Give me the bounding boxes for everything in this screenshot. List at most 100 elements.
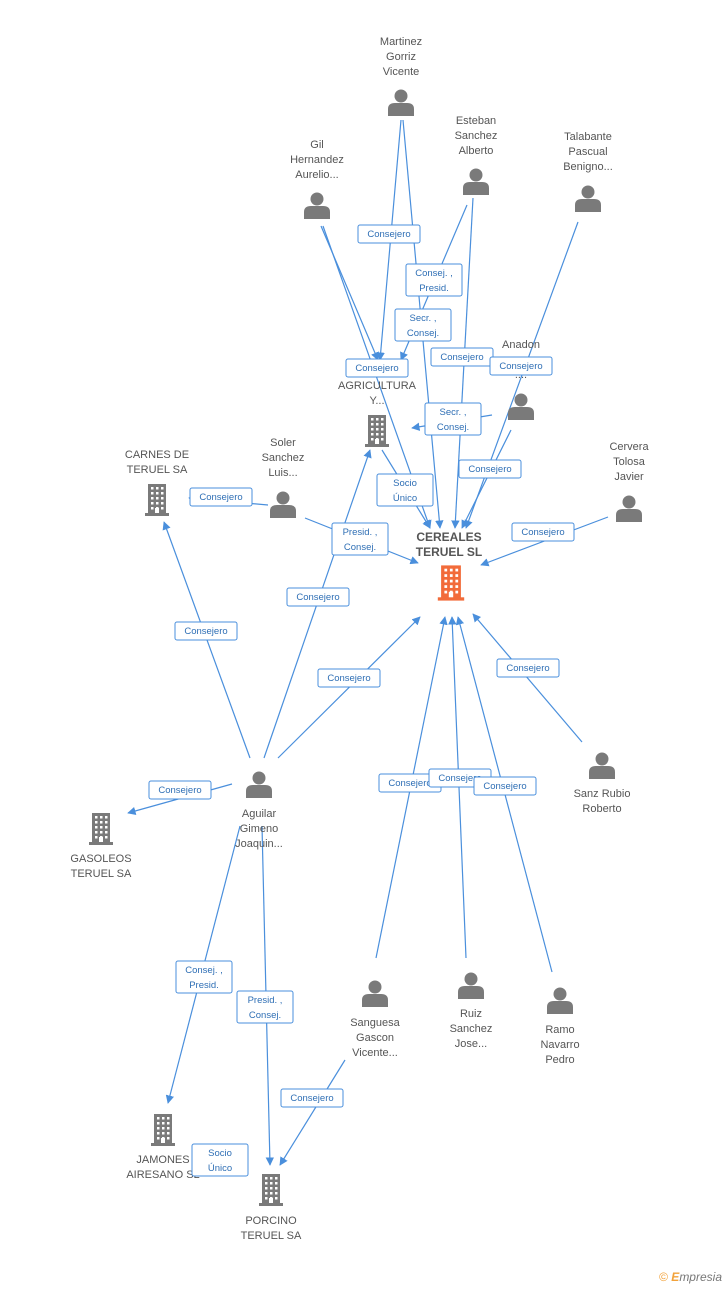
building-window-shape	[270, 1187, 273, 1190]
person-icon[interactable]	[508, 393, 534, 421]
edge-role-label[interactable]: Consejero	[174, 621, 238, 641]
edge-label-text: Consejero	[388, 778, 431, 789]
edge-role-label[interactable]: Consejero	[280, 1088, 344, 1108]
company-building-icon[interactable]	[365, 415, 389, 447]
node-label-line: Alberto	[459, 145, 494, 157]
edge-role-label[interactable]: Consejero	[496, 658, 560, 678]
building-window-shape	[371, 418, 374, 421]
edge-role-label[interactable]: Consejero	[489, 356, 553, 376]
building-window-shape	[444, 568, 448, 572]
edge-role-label[interactable]: Consejero	[286, 587, 350, 607]
edge-role-label[interactable]: Consejero	[430, 347, 494, 367]
edge-label-box	[489, 356, 553, 376]
person-icon[interactable]	[458, 972, 484, 1000]
edge-role-label[interactable]: Presid. ,Consej.	[236, 990, 294, 1024]
building-window-shape	[167, 1117, 170, 1120]
building-window-shape	[455, 568, 459, 572]
company-building-icon[interactable]	[151, 1114, 175, 1146]
edge-label-box	[357, 224, 421, 244]
building-base-shape	[151, 1143, 175, 1146]
node-label-line: Aguilar	[242, 808, 277, 820]
building-window-shape	[151, 487, 154, 490]
edge-role-label[interactable]: Presid. ,Consej.	[331, 522, 389, 556]
person-head-shape	[394, 89, 408, 103]
node-label-line: TERUEL SA	[241, 1230, 302, 1242]
building-window-shape	[105, 836, 108, 839]
building-base-shape	[89, 842, 113, 845]
edge-label-text: Consejero	[506, 663, 549, 674]
building-window-shape	[100, 831, 103, 834]
edge-role-label[interactable]: Consejero	[458, 459, 522, 479]
edge-label-text: Consej. ,Presid.	[185, 965, 223, 991]
edge-role-label[interactable]: Consejero	[148, 780, 212, 800]
person-icon[interactable]	[246, 771, 272, 799]
edge-role-label[interactable]: Consej. ,Presid.	[405, 263, 463, 297]
node-label-line: Pascual	[568, 146, 607, 158]
edge-role-label[interactable]: Consej. ,Presid.	[175, 960, 233, 994]
building-door-shape	[155, 508, 159, 513]
edge-role-label[interactable]: Secr. ,Consej.	[394, 308, 452, 342]
building-base-shape	[365, 444, 389, 447]
person-icon[interactable]	[304, 192, 330, 220]
building-window-shape	[105, 831, 108, 834]
person-head-shape	[252, 771, 266, 785]
center-company-building-icon[interactable]	[437, 565, 465, 601]
person-icon[interactable]	[616, 495, 642, 523]
building-window-shape	[444, 579, 448, 583]
building-window-shape	[275, 1192, 278, 1195]
building-window-shape	[455, 579, 459, 583]
building-window-shape	[455, 585, 459, 588]
edge-role-label[interactable]: Consejero	[189, 487, 253, 507]
node-label-line: Gil	[310, 139, 323, 151]
company-building-icon[interactable]	[259, 1174, 283, 1206]
person-icon[interactable]	[388, 89, 414, 117]
person-icon[interactable]	[547, 987, 573, 1015]
person-icon[interactable]	[270, 491, 296, 519]
node-label-line: Pedro	[545, 1054, 574, 1066]
building-window-shape	[449, 568, 453, 572]
node-label-line: Joaquin...	[235, 838, 283, 850]
edge-label-line: Consejero	[327, 673, 370, 684]
edge-role-label[interactable]: Consejero	[345, 358, 409, 378]
edge-role-label[interactable]: Consejero	[378, 773, 442, 793]
company-building-icon[interactable]	[89, 813, 113, 845]
person-icon[interactable]	[589, 752, 615, 780]
building-window-shape	[161, 507, 164, 510]
building-door-shape	[448, 591, 454, 598]
node-label-line: PORCINO	[245, 1215, 297, 1227]
edge-role-label[interactable]: Consejero	[357, 224, 421, 244]
node-label-line: Cervera	[609, 441, 649, 453]
edge-label-box	[236, 990, 294, 1024]
company-building-icon[interactable]	[145, 484, 169, 516]
edge-label-text: Secr. ,Consej.	[407, 313, 439, 339]
node-label-line: AIRESANO SL	[126, 1169, 199, 1181]
building-window-shape	[157, 1117, 160, 1120]
building-window-shape	[167, 1137, 170, 1140]
edge-role-label[interactable]: Secr. ,Consej.	[424, 402, 482, 436]
person-icon[interactable]	[362, 980, 388, 1008]
person-head-shape	[310, 192, 324, 206]
edge-label-box	[496, 658, 560, 678]
person-icon[interactable]	[463, 168, 489, 196]
edge-label-line: Consejero	[438, 773, 481, 784]
edge-label-box	[331, 522, 389, 556]
edge-label-line: Presid. ,	[343, 527, 378, 538]
edge-label-box	[280, 1088, 344, 1108]
edge-label-text: Presid. ,Consej.	[248, 995, 283, 1021]
node-label-line: Gimeno	[240, 823, 279, 835]
edge-role-label[interactable]: Consejero	[511, 522, 575, 542]
edge-label-box	[458, 459, 522, 479]
building-window-shape	[157, 1122, 160, 1125]
node-label-line: TERUEL SA	[127, 464, 188, 476]
person-icon[interactable]	[575, 185, 601, 213]
edge-label-line: Presid. ,	[248, 995, 283, 1006]
edge-role-label[interactable]: Consejero	[317, 668, 381, 688]
edge-role-label[interactable]: Consejero	[473, 776, 537, 796]
node-label-line: Navarro	[540, 1039, 579, 1051]
building-window-shape	[95, 836, 98, 839]
